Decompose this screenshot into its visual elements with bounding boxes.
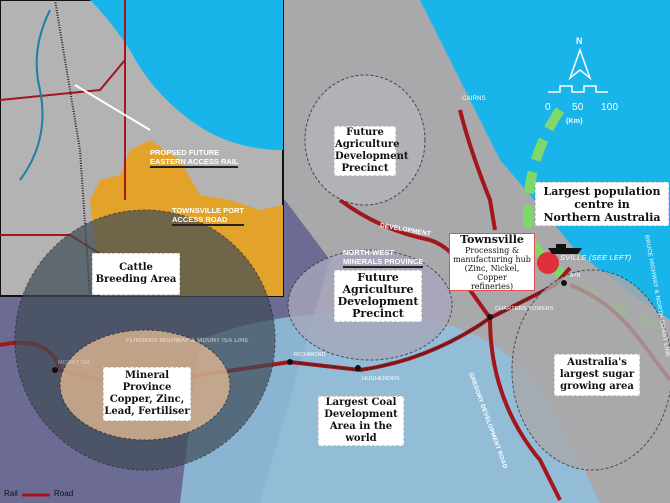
cairns-label: CAIRNS xyxy=(462,96,486,102)
legend-road: Road xyxy=(54,489,74,498)
flinders-highway-label: FLINDERS HIGHWAY & MOUNT ISA LINE xyxy=(126,338,249,344)
ayr-label: AYR xyxy=(570,273,581,279)
scale-tick: 100 xyxy=(601,102,619,113)
rail-line xyxy=(289,284,556,372)
townsville-see-left-label: SVILLE (SEE LEFT) xyxy=(560,253,632,262)
scale-bar xyxy=(548,85,608,93)
richmond-label: RICHMOND xyxy=(294,352,326,358)
scale-tick: 0 xyxy=(545,102,551,113)
sea xyxy=(420,0,670,320)
north-arrow-icon xyxy=(568,47,592,81)
town-dots xyxy=(52,280,567,373)
mount-isa-label: MOUNT ISA xyxy=(58,360,91,366)
scale-tick: 50 xyxy=(572,102,584,113)
legend-rail: Rail xyxy=(4,489,18,498)
charters-towers-label: CHARTERS TOWERS xyxy=(495,306,554,312)
compass-label: N xyxy=(576,36,583,46)
scale-unit: (Km) xyxy=(566,118,583,125)
cattle-breeding-label: Cattle Breeding Area xyxy=(92,253,180,295)
ship-icon xyxy=(548,244,582,254)
townsville-marker xyxy=(537,252,559,274)
hughenden-label: HUGHENDEN xyxy=(362,376,400,382)
legend: Rail Road xyxy=(4,489,73,498)
